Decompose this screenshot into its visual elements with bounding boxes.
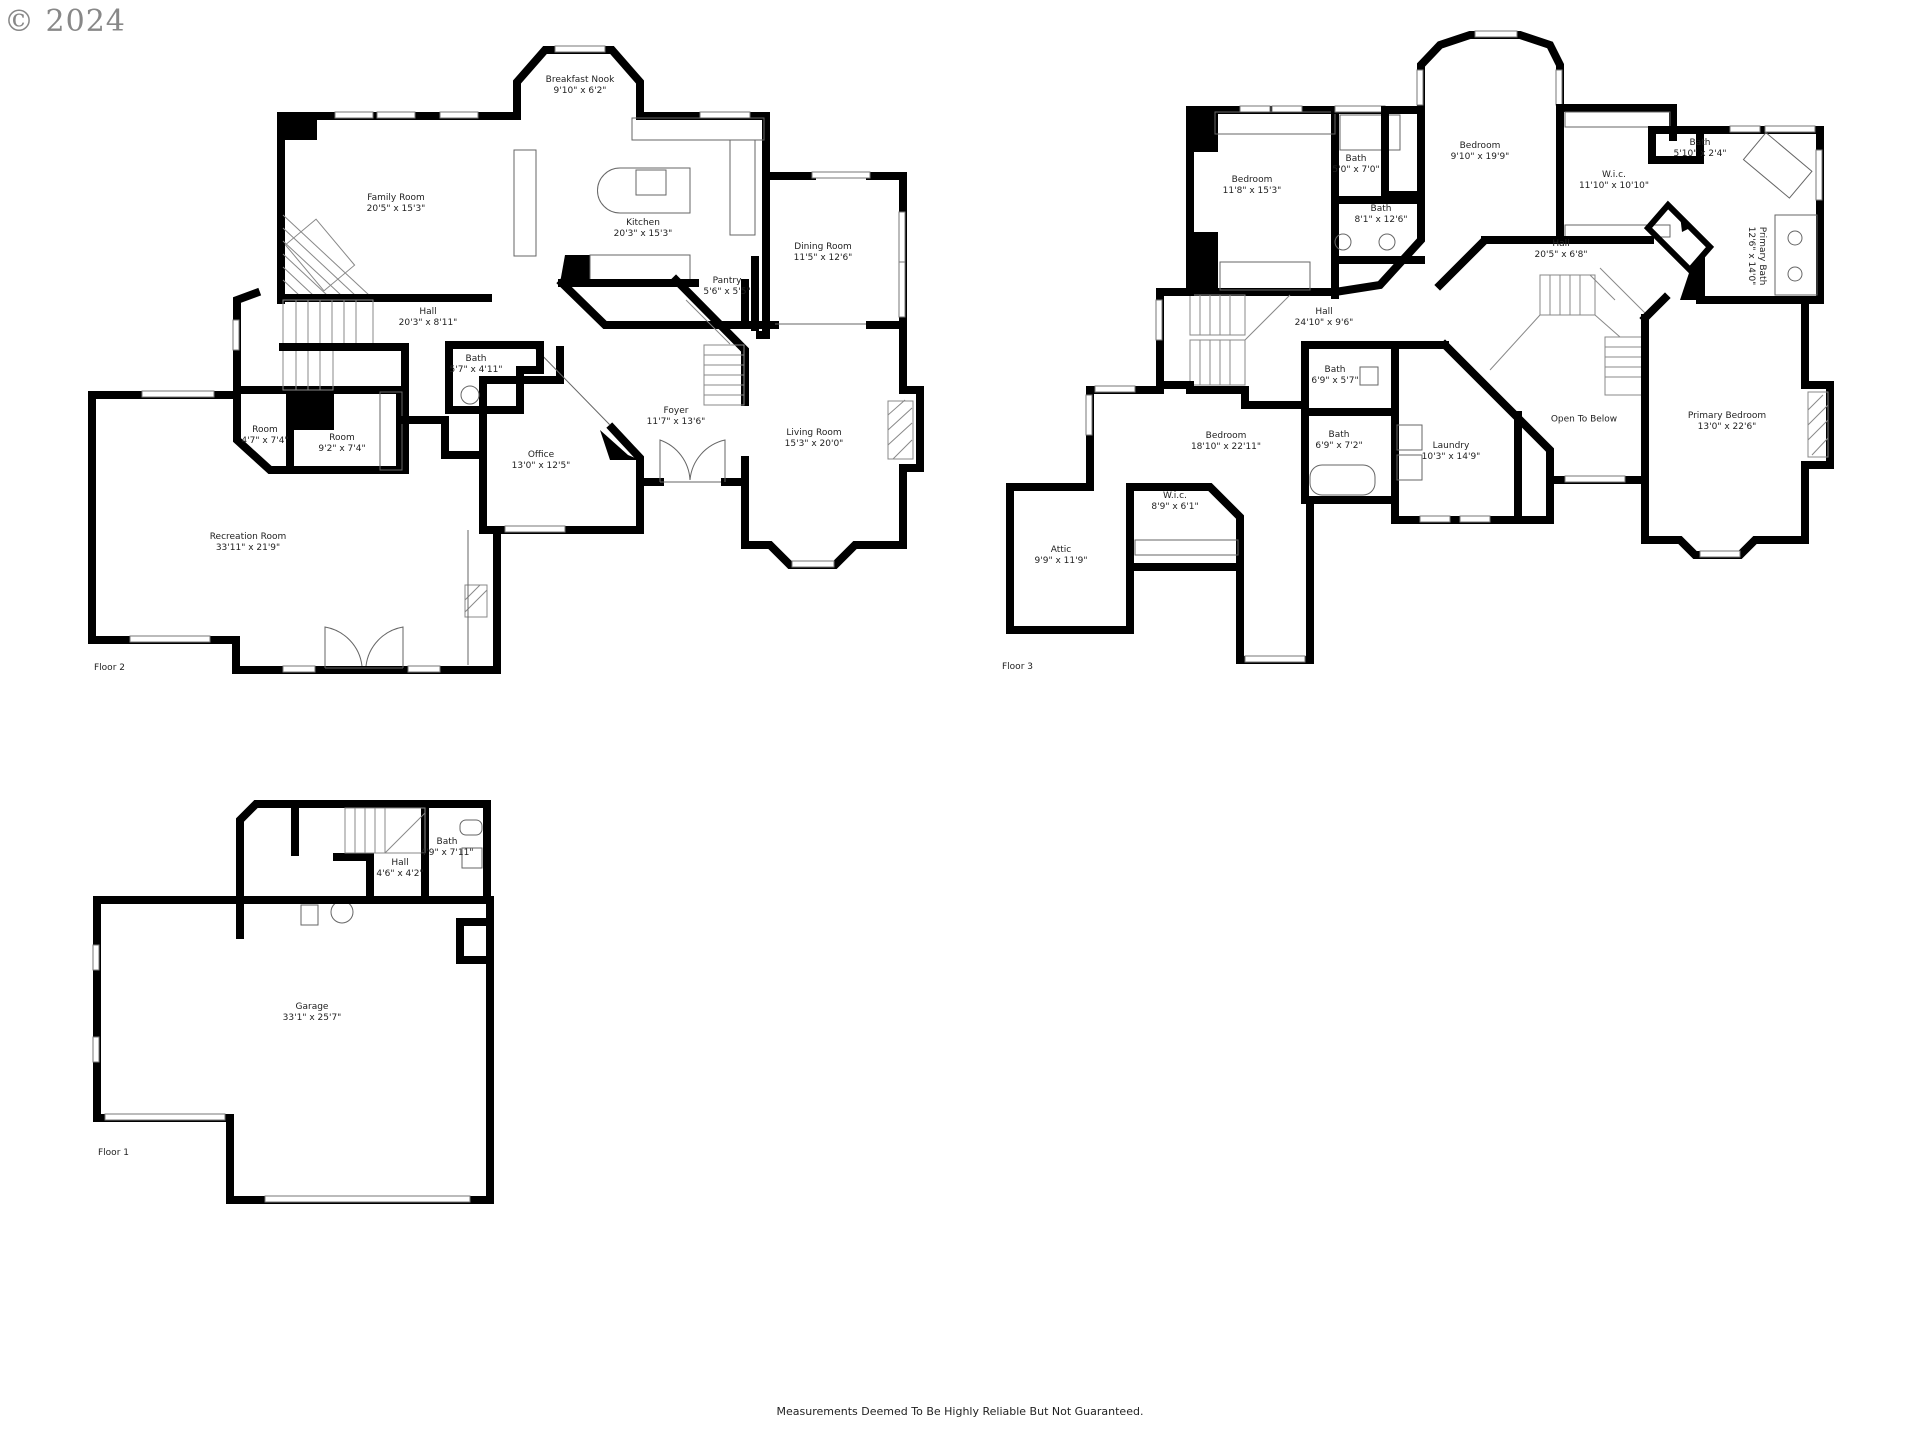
floor-2-walls <box>88 45 924 674</box>
copyright-watermark: © 2024 <box>4 4 126 39</box>
room-label-open-to-below: Open To Below <box>1550 414 1618 425</box>
floor-1-walls <box>92 800 494 1204</box>
room-label-wic-2: W.i.c.8'9" x 6'1" <box>1151 491 1199 512</box>
floor-2-label: Floor 2 <box>94 663 125 673</box>
floor-1-label: Floor 1 <box>98 1148 129 1158</box>
room-label-wic-1: W.i.c.11'10" x 10'10" <box>1578 170 1650 191</box>
disclaimer-text: Measurements Deemed To Be Highly Reliabl… <box>776 1405 1144 1418</box>
floor-3-walls <box>1006 30 1834 664</box>
floor-3-label: Floor 3 <box>1002 662 1033 672</box>
